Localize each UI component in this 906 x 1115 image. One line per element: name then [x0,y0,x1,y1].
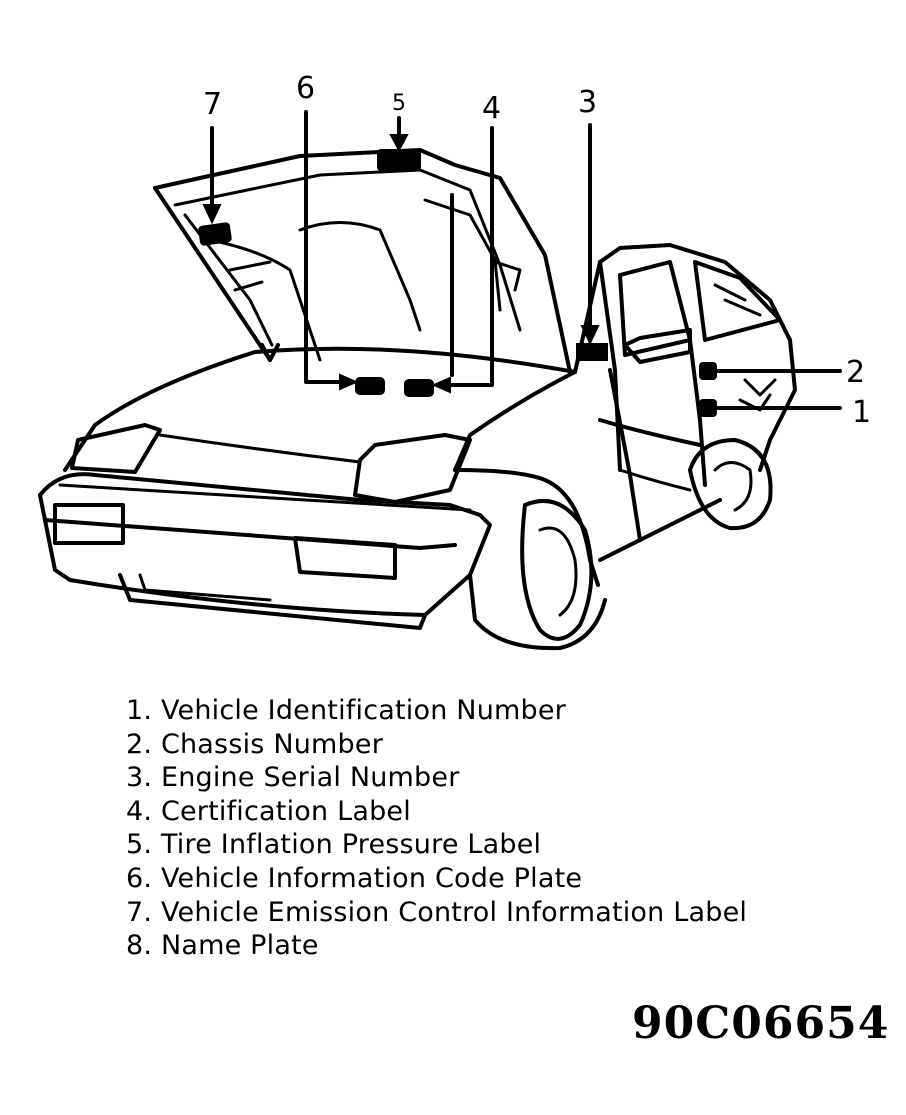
label-plate-5 [377,149,421,171]
label-plate-6 [355,377,385,395]
callout-6: 6 [296,71,315,106]
car-illustration [38,148,797,651]
figure-id: 90C06654 [632,998,890,1049]
callout-5: 5 [392,91,406,116]
label-plate-1 [699,399,717,417]
callout-3: 3 [578,85,597,120]
legend-item: 4. Certification Label [126,795,411,827]
legend-item: 7. Vehicle Emission Control Information … [126,896,748,928]
legend-item: 6. Vehicle Information Code Plate [126,862,583,894]
label-plate-4 [404,379,434,397]
callout-7: 7 [203,87,222,122]
label-plates [198,149,717,417]
leader-lines [202,110,842,410]
label-plate-7 [198,222,232,246]
label-plate-2 [699,362,717,380]
callout-1: 1 [852,395,871,430]
label-plate-3 [576,343,608,361]
legend-item: 3. Engine Serial Number [126,762,460,794]
legend-list: 1. Vehicle Identification Number 2. Chas… [126,694,747,963]
callout-2: 2 [846,355,865,390]
vehicle-label-location-diagram: 7 6 5 4 3 2 1 [38,71,871,651]
legend-item: 5. Tire Inflation Pressure Label [126,829,542,861]
legend-item: 1. Vehicle Identification Number [126,695,566,726]
legend-item: 8. Name Plate [126,930,319,962]
legend-item: 2. Chassis Number [126,728,383,760]
callout-4: 4 [482,91,501,126]
